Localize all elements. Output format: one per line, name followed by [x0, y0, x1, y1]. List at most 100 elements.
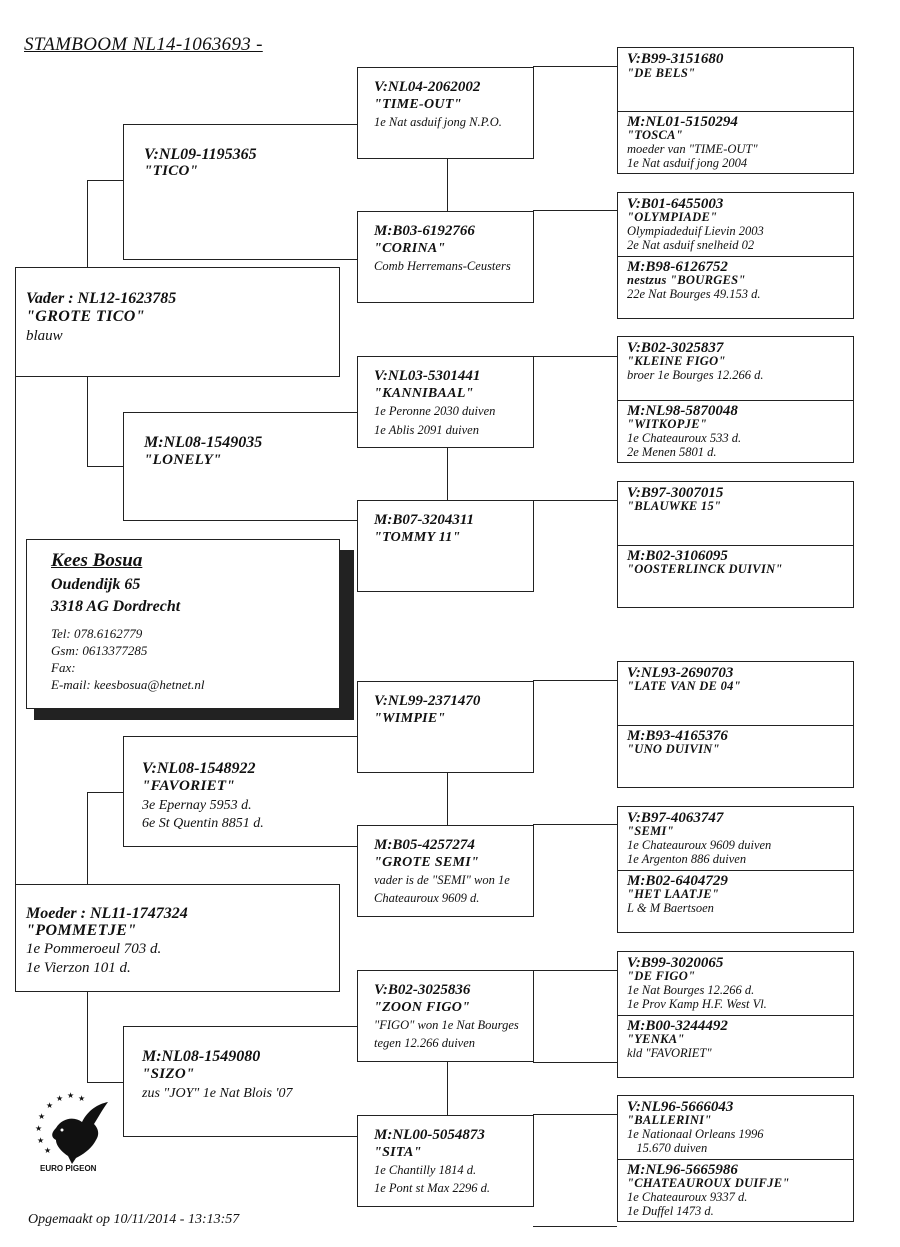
svg-text:★: ★: [35, 1124, 42, 1133]
father-box: Vader : NL12-1623785 "GROTE TICO" blauw: [15, 267, 340, 377]
mmf-ring: V:B02-3025836: [374, 982, 471, 998]
fmm-ring: M:B07-3204311: [374, 512, 475, 528]
ff-name: "TICO": [144, 163, 199, 179]
mmf-name: "ZOON FIGO": [374, 1000, 471, 1015]
footer-created: Opgemaakt op 10/11/2014 - 13:13:57: [28, 1212, 240, 1227]
g8-ring: M:B02-3106095: [627, 548, 728, 564]
g12-name: "HET LAATJE": [627, 887, 720, 901]
g12-info-1: L & M Baertsoen: [627, 901, 714, 915]
gen4-pair-1: V:B99-3151680 "DE BELS" M:NL01-5150294 "…: [617, 47, 854, 174]
mother-name: "POMMETJE": [26, 922, 137, 939]
mmm-info-1: 1e Chantilly 1814 d.: [374, 1163, 477, 1177]
g13-name: "DE FIGO": [627, 969, 696, 983]
g11-info-1: 1e Chateauroux 9609 duiven: [627, 838, 772, 852]
fff-info-1: 1e Nat asduif jong N.P.O.: [374, 115, 502, 129]
g5-ring: V:B02-3025837: [627, 340, 724, 356]
g6-name: "WITKOPJE": [627, 417, 708, 431]
mmf-info-2: tegen 12.266 duiven: [374, 1036, 476, 1050]
fm-ring: M:NL08-1549035: [144, 434, 263, 451]
g4-ring: M:B98-6126752: [627, 259, 728, 275]
g15-info-2: 15.670 duiven: [627, 1141, 708, 1155]
svg-text:★: ★: [78, 1094, 85, 1103]
pedigree-title: STAMBOOM NL14-1063693 -: [24, 34, 263, 55]
g2-name: "TOSCA": [627, 128, 684, 142]
g13-info-2: 1e Prov Kamp H.F. West Vl.: [627, 997, 767, 1011]
g16-info-1: 1e Chateauroux 9337 d.: [627, 1190, 748, 1204]
father-name: "GROTE TICO": [26, 308, 146, 325]
g9-name: "LATE VAN DE 04": [627, 679, 741, 693]
g8-name: "OOSTERLINCK DUIVIN": [627, 562, 783, 576]
owner-card: Kees Bosua Oudendijk 65 3318 AG Dordrech…: [26, 539, 340, 709]
g4-name: nestzus "BOURGES": [627, 273, 746, 287]
g12-ring: M:B02-6404729: [627, 873, 728, 889]
mff-box: V:NL99-2371470 "WIMPIE": [357, 681, 534, 773]
mother-info-2: 1e Vierzon 101 d.: [26, 960, 131, 976]
mmm-name: "SITA": [374, 1145, 422, 1160]
g14-name: "YENKA": [627, 1032, 685, 1046]
ffm-name: "CORINA": [374, 241, 446, 256]
gen4-pair-3: V:B02-3025837 "KLEINE FIGO" broer 1e Bou…: [617, 336, 854, 463]
fmf-info-2: 1e Ablis 2091 duiven: [374, 423, 479, 437]
mfm-name: "GROTE SEMI": [374, 855, 480, 870]
g2-info-1: moeder van "TIME-OUT": [627, 142, 758, 156]
g11-ring: V:B97-4063747: [627, 810, 724, 826]
owner-street: Oudendijk 65: [51, 576, 141, 593]
g5-info-1: broer 1e Bourges 12.266 d.: [627, 368, 764, 382]
g16-name: "CHATEAUROUX DUIFJE": [627, 1176, 790, 1190]
g14-info-1: kld "FAVORIET": [627, 1046, 712, 1060]
ffm-box: M:B03-6192766 "CORINA" Comb Herremans-Ce…: [357, 211, 534, 303]
g13-info-1: 1e Nat Bourges 12.266 d.: [627, 983, 755, 997]
svg-text:★: ★: [44, 1146, 51, 1155]
logo-label: EURO PIGEON: [40, 1164, 97, 1173]
ffm-info-1: Comb Herremans-Ceusters: [374, 259, 511, 273]
g3-info-1: Olympiadeduif Lievin 2003: [627, 224, 764, 238]
mff-name: "WIMPIE": [374, 711, 446, 726]
svg-text:★: ★: [67, 1091, 74, 1100]
g5-name: "KLEINE FIGO": [627, 354, 726, 368]
mf-info-1: 3e Epernay 5953 d.: [142, 798, 252, 813]
fmf-name: "KANNIBAAL": [374, 386, 474, 401]
euro-pigeon-logo: ★★★★ ★★★★ EURO PIGEON: [26, 1088, 120, 1180]
g16-info-2: 1e Duffel 1473 d.: [627, 1204, 714, 1218]
svg-text:★: ★: [46, 1101, 53, 1110]
fm-name: "LONELY": [144, 452, 222, 468]
mmm-info-2: 1e Pont st Max 2296 d.: [374, 1181, 490, 1195]
fmf-ring: V:NL03-5301441: [374, 368, 481, 384]
gen4-pair-4: V:B97-3007015 "BLAUWKE 15" M:B02-3106095…: [617, 481, 854, 608]
g3-info-2: 2e Nat asduif snelheid 02: [627, 238, 755, 252]
owner-tel: Tel: 078.6162779: [51, 626, 143, 641]
owner-fax: Fax:: [51, 660, 76, 675]
mmm-ring: M:NL00-5054873: [374, 1127, 485, 1143]
gen4-pair-5: V:NL93-2690703 "LATE VAN DE 04" M:B93-41…: [617, 661, 854, 788]
mff-ring: V:NL99-2371470: [374, 693, 481, 709]
fff-name: "TIME-OUT": [374, 97, 462, 112]
g3-ring: V:B01-6455003: [627, 196, 724, 212]
dove-icon: ★★★★ ★★★★: [35, 1091, 108, 1164]
g15-ring: V:NL96-5666043: [627, 1099, 734, 1115]
fff-box: V:NL04-2062002 "TIME-OUT" 1e Nat asduif …: [357, 67, 534, 159]
fmm-box: M:B07-3204311 "TOMMY 11": [357, 500, 534, 592]
mm-info-1: zus "JOY" 1e Nat Blois '07: [142, 1086, 293, 1101]
mother-box: Moeder : NL11-1747324 "POMMETJE" 1e Pomm…: [15, 884, 340, 992]
svg-text:★: ★: [56, 1094, 63, 1103]
fmf-box: V:NL03-5301441 "KANNIBAAL" 1e Peronne 20…: [357, 356, 534, 448]
g10-name: "UNO DUIVIN": [627, 742, 720, 756]
owner-name: Kees Bosua: [51, 550, 143, 571]
mfm-box: M:B05-4257274 "GROTE SEMI" vader is de "…: [357, 825, 534, 917]
g6-ring: M:NL98-5870048: [627, 403, 738, 419]
mfm-info-1: vader is de "SEMI" won 1e: [374, 873, 510, 887]
g11-info-2: 1e Argenton 886 duiven: [627, 852, 747, 866]
fff-ring: V:NL04-2062002: [374, 79, 481, 95]
ff-ring: V:NL09-1195365: [144, 146, 257, 163]
g9-ring: V:NL93-2690703: [627, 665, 734, 681]
mf-ring: V:NL08-1548922: [142, 760, 256, 777]
g1-ring: V:B99-3151680: [627, 51, 724, 67]
g13-ring: V:B99-3020065: [627, 955, 724, 971]
gen4-pair-7: V:B99-3020065 "DE FIGO" 1e Nat Bourges 1…: [617, 951, 854, 1078]
g1-name: "DE BELS": [627, 66, 696, 80]
svg-text:★: ★: [38, 1112, 45, 1121]
owner-city: 3318 AG Dordrecht: [51, 598, 181, 615]
father-info: blauw: [26, 328, 63, 344]
g2-ring: M:NL01-5150294: [627, 114, 738, 130]
